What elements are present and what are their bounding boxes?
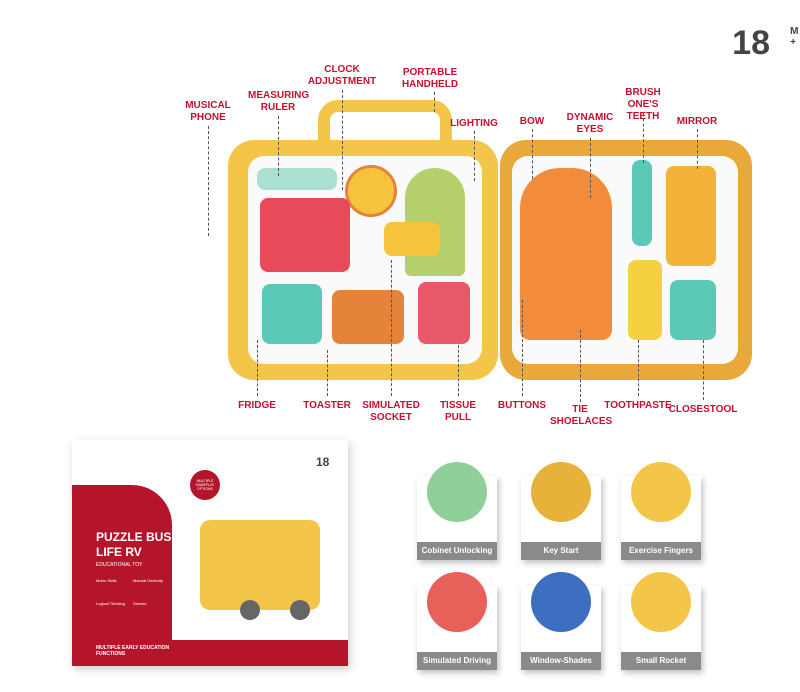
callout-lighting: LIGHTING — [450, 118, 498, 129]
callout-closestool: CLOSESTOOL — [668, 404, 738, 415]
feature-caption: Key Start — [521, 542, 601, 560]
callout-mirror: MIRROR — [676, 116, 718, 127]
feature-caption: Exercise Fingers — [621, 542, 701, 560]
box-age: 18 — [316, 455, 330, 469]
ruler — [257, 168, 337, 190]
skill: Motor Skills — [96, 578, 117, 583]
box-title-1: PUZZLE BUSY — [96, 530, 180, 544]
feature-caption: Simulated Driving — [417, 652, 497, 670]
box-badge: MULTIPLE GAMEPLAY OPTIONS — [190, 470, 220, 500]
callout-toothpaste: TOOTHPASTE — [604, 400, 672, 411]
callout-simulated-socket: SIMULATED SOCKET — [362, 400, 420, 423]
callout-dynamic-eyes: DYNAMIC EYES — [566, 112, 614, 135]
toaster — [332, 290, 404, 344]
age-plus: + — [790, 37, 797, 48]
age-badge: 18 M+ — [732, 24, 798, 63]
box-toy-image — [200, 520, 320, 610]
callout-buttons: BUTTONS — [497, 400, 547, 411]
callout-bow: BOW — [519, 116, 545, 127]
feature-exercise-fingers: Exercise Fingers — [621, 462, 701, 572]
skill: Manual Dexterity — [133, 578, 164, 583]
feature-caption: Cobinet Unlocking — [417, 542, 497, 560]
age-value: 18 — [732, 24, 770, 62]
callout-clock-adjustment: CLOCK ADJUSTMENT — [307, 64, 377, 87]
toothpaste — [628, 260, 662, 340]
tissue-box — [418, 282, 470, 344]
doll — [520, 168, 612, 340]
socket — [384, 222, 440, 256]
feature-small-rocket: Small Rocket — [621, 572, 701, 682]
feature-window-shades: Window-Shades — [521, 572, 601, 682]
phone — [260, 198, 350, 272]
callout-portable-handheld: PORTABLE HANDHELD — [401, 67, 459, 90]
mirror — [666, 166, 716, 266]
callout-musical-phone: MUSICAL PHONE — [185, 100, 231, 123]
closestool — [670, 280, 716, 340]
callout-toaster: TOASTER — [303, 400, 351, 411]
age-unit: M — [790, 26, 799, 37]
callout-measuring-ruler: MEASURING RULER — [248, 90, 310, 113]
callout-tissue-pull: TISSUE PULL — [439, 400, 477, 423]
fridge — [262, 284, 322, 344]
box-subtitle: EDUCATIONAL TOY — [96, 562, 143, 568]
feature-caption: Small Rocket — [621, 652, 701, 670]
toothbrush — [632, 160, 652, 246]
callout-tie-shoelaces: TIE SHOELACES — [550, 404, 613, 427]
box-title-2: LIFE RV — [96, 545, 142, 559]
feature-cabinet-unlocking: Cobinet Unlocking — [417, 462, 497, 572]
feature-key-start: Key Start — [521, 462, 601, 572]
clock — [345, 165, 397, 217]
skill: Senses — [133, 601, 147, 606]
feature-caption: Window-Shades — [521, 652, 601, 670]
feature-simulated-driving: Simulated Driving — [417, 572, 497, 682]
skill: Logical Thinking — [96, 601, 125, 606]
callout-fridge: FRIDGE — [238, 400, 276, 411]
box-footer: MULTIPLE EARLY EDUCATION FUNCTIONS — [96, 645, 170, 657]
